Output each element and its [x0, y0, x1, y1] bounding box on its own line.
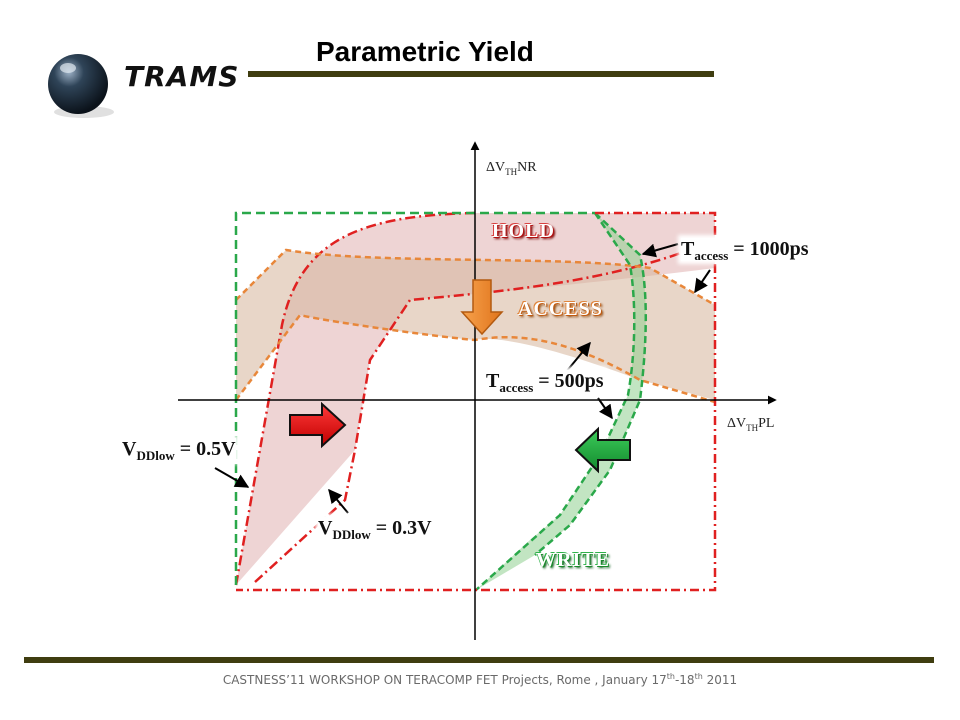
- hold-label: HOLD: [492, 220, 555, 242]
- pointer-t1000-left: [641, 243, 679, 258]
- pointer-t500-down: [597, 397, 613, 420]
- vdd-low-03-label: VDDlow = 0.3V: [318, 517, 432, 542]
- footer-text: CASTNESS’11 WORKSHOP ON TERACOMP FET Pro…: [222, 672, 738, 687]
- x-axis-label: ΔVTHPL: [727, 416, 775, 433]
- pointer-vdd03: [328, 488, 349, 514]
- t-access-1000-label: Taccess = 1000ps: [681, 238, 809, 263]
- outer-boundary-green: [234, 211, 595, 585]
- vdd-right-arrow: [289, 401, 347, 449]
- vdd-low-05-label: VDDlow = 0.5V: [122, 438, 236, 463]
- access-down-arrow: [460, 279, 504, 336]
- page-title: Parametric Yield: [316, 36, 534, 67]
- y-axis-label: ΔVTHNR: [486, 160, 537, 177]
- pointer-t500-up: [565, 341, 591, 373]
- logo-text: TRAMS: [124, 60, 240, 93]
- footer-rule: [24, 657, 934, 663]
- logo-sphere-icon: [48, 54, 114, 118]
- access-label: ACCESS: [518, 298, 603, 320]
- title-underline: [248, 71, 714, 77]
- pointer-vdd05: [214, 467, 250, 488]
- t-access-500-label: Taccess = 500ps: [486, 370, 604, 395]
- pointer-t1000-down: [694, 269, 711, 294]
- write-label: WRITE: [536, 549, 610, 571]
- write-left-arrow: [574, 426, 631, 474]
